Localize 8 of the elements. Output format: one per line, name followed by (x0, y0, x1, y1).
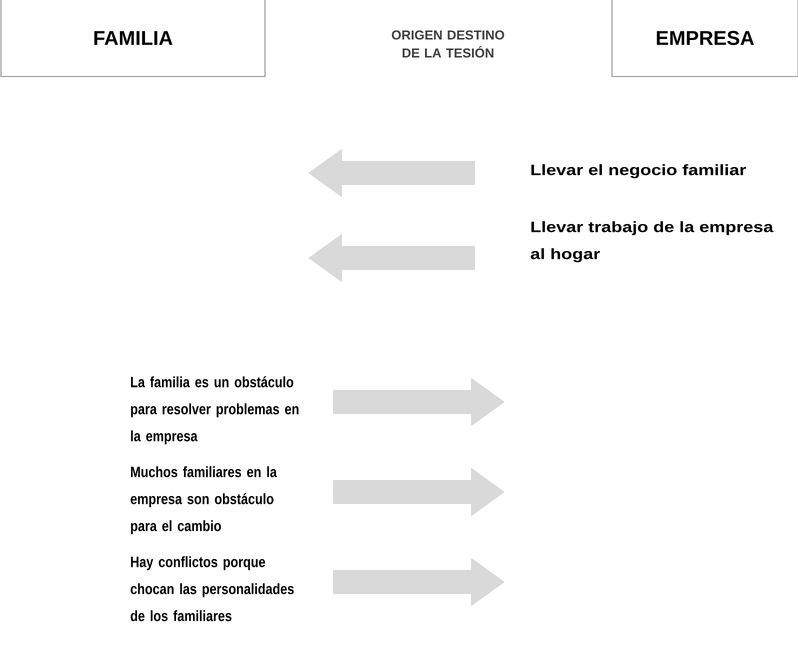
statement-text: Llevar el negocio familiar (531, 164, 746, 178)
header-box: EMPRESA (612, 0, 798, 77)
statement-text: La familia es un obstáculo para resolver problemas en la empresa (131, 376, 298, 444)
column-heading: ORIGEN DESTINO DE LA TESIÓN (392, 30, 504, 58)
statement-text: Hay conflictos porque chocan las personalidades de los familiares (130, 556, 294, 622)
statement-text: Muchos familiares en la empresa son obstáculo para el cambio (130, 466, 277, 534)
header-box: FAMILIA (0, 0, 266, 77)
statement-text: Llevar trabajo de la empresa al hogar (530, 221, 774, 262)
